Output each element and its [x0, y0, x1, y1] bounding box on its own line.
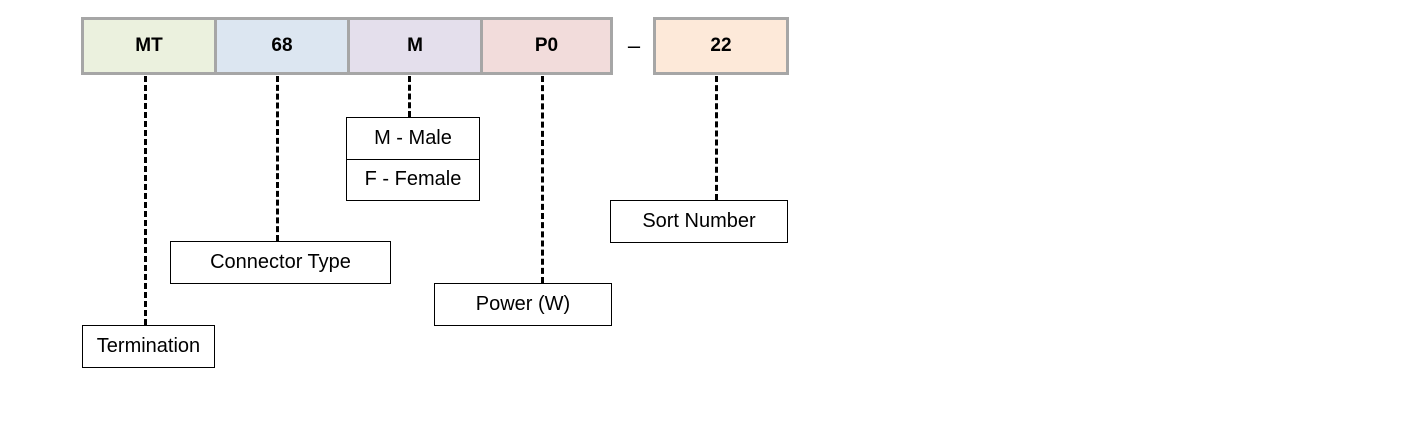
- label-termination: Termination: [82, 325, 215, 368]
- leader-connector-type: [276, 76, 279, 241]
- segment-gender-code: M: [347, 17, 483, 75]
- label-power: Power (W): [434, 283, 612, 326]
- leader-sort-number: [715, 76, 718, 200]
- label-connector-type: Connector Type: [170, 241, 391, 284]
- segment-sort-code: 22: [653, 17, 789, 75]
- label-gender-options: M - Male F - Female: [346, 117, 480, 201]
- leader-termination: [144, 76, 147, 325]
- separator-dash: –: [627, 33, 641, 58]
- segment-power-code: P0: [480, 17, 613, 75]
- leader-gender: [408, 76, 411, 117]
- segment-termination-code: MT: [81, 17, 217, 75]
- leader-power: [541, 76, 544, 283]
- label-sort-number: Sort Number: [610, 200, 788, 243]
- segment-connector-code: 68: [214, 17, 350, 75]
- label-gender-male: M - Male: [374, 126, 452, 149]
- label-gender-female: F - Female: [347, 158, 479, 201]
